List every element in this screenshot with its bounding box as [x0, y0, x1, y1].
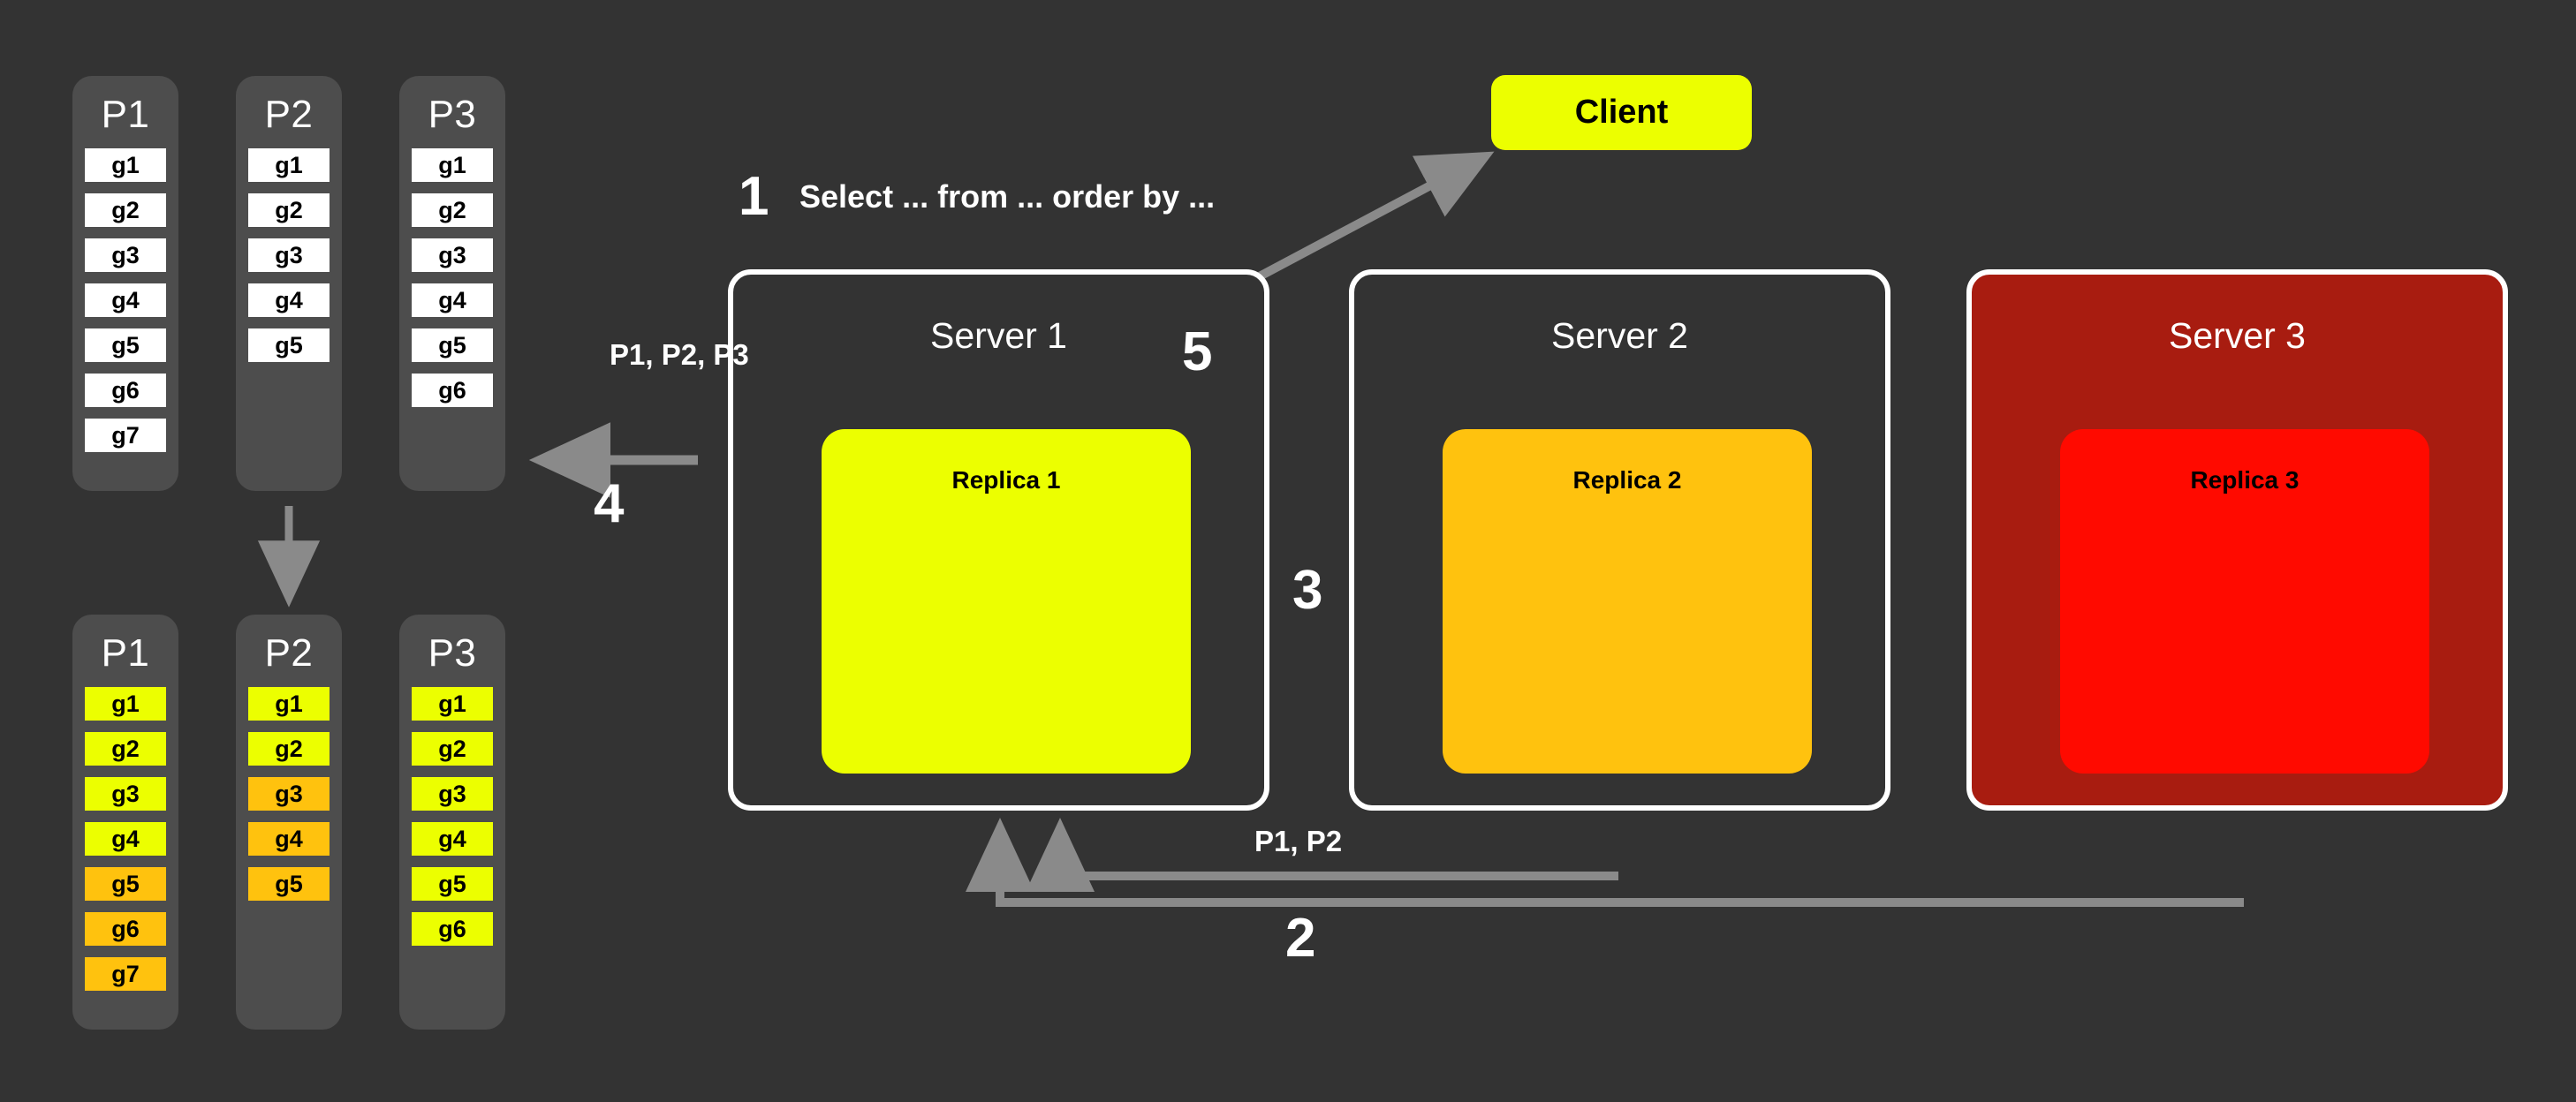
partition-column-p1-before: P1 g1 g2 g3 g4 g5 g6 g7 [72, 76, 178, 491]
partition-cell: g1 [85, 687, 166, 721]
partition-title: P2 [264, 93, 314, 136]
partition-title: P1 [101, 631, 150, 675]
partition-cell: g1 [85, 148, 166, 182]
partition-cell: g4 [248, 822, 330, 856]
partition-cell: g4 [412, 283, 493, 317]
partition-cell: g2 [412, 732, 493, 766]
partition-cell: g3 [85, 238, 166, 272]
partition-cell: g6 [412, 912, 493, 946]
replica-label: Replica 2 [1572, 466, 1682, 494]
step-number-1: 1 [739, 166, 769, 227]
replica-box-2: Replica 2 [1443, 429, 1812, 774]
partition-title: P1 [101, 93, 150, 136]
partition-cell: g3 [85, 777, 166, 811]
replica-label: Replica 1 [951, 466, 1061, 494]
partition-title: P3 [428, 93, 477, 136]
server-box-2: Server 2 Replica 2 [1349, 269, 1890, 811]
partition-cell: g3 [412, 238, 493, 272]
partition-cells: g1 g2 g3 g4 g5 [236, 687, 342, 912]
server-title: Server 2 [1551, 315, 1688, 356]
client-box: Client [1491, 75, 1752, 150]
partition-cell: g7 [85, 957, 166, 991]
partition-cell: g2 [412, 193, 493, 227]
server-title: Server 1 [930, 315, 1067, 356]
partition-cells: g1 g2 g3 g4 g5 g6 g7 [72, 148, 178, 464]
step-number-5: 5 [1182, 321, 1213, 382]
partition-cell: g1 [248, 148, 330, 182]
partition-cell: g5 [412, 867, 493, 901]
partition-cell: g6 [412, 374, 493, 407]
partition-cell: g2 [85, 732, 166, 766]
partition-cell: g5 [248, 867, 330, 901]
server-box-1: Server 1 Replica 1 [728, 269, 1269, 811]
step-number-4: 4 [594, 473, 625, 534]
partition-cell: g3 [248, 238, 330, 272]
partition-cell: g5 [412, 328, 493, 362]
partition-cells: g1 g2 g3 g4 g5 [236, 148, 342, 374]
partition-cell: g5 [248, 328, 330, 362]
partition-cell: g2 [85, 193, 166, 227]
partition-cells: g1 g2 g3 g4 g5 g6 g7 [72, 687, 178, 1002]
partition-cell: g4 [85, 822, 166, 856]
partitions-p1p2-label: P1, P2 [1254, 825, 1343, 857]
replica-box-1: Replica 1 [822, 429, 1191, 774]
partition-cell: g5 [85, 328, 166, 362]
partition-cells: g1 g2 g3 g4 g5 g6 [399, 687, 505, 957]
partition-column-p2-before: P2 g1 g2 g3 g4 g5 [236, 76, 342, 491]
partition-cell: g3 [248, 777, 330, 811]
partition-cell: g1 [412, 148, 493, 182]
partition-cell: g1 [412, 687, 493, 721]
partition-column-p2-after: P2 g1 g2 g3 g4 g5 [236, 615, 342, 1030]
partition-cell: g2 [248, 193, 330, 227]
partition-cell: g7 [85, 419, 166, 452]
partition-cell: g6 [85, 912, 166, 946]
partition-cells: g1 g2 g3 g4 g5 g6 [399, 148, 505, 419]
partition-cell: g1 [248, 687, 330, 721]
partition-cell: g4 [248, 283, 330, 317]
partition-cell: g6 [85, 374, 166, 407]
replica-label: Replica 3 [2190, 466, 2299, 494]
partition-cell: g3 [412, 777, 493, 811]
partition-column-p3-after: P3 g1 g2 g3 g4 g5 g6 [399, 615, 505, 1030]
partition-column-p3-before: P3 g1 g2 g3 g4 g5 g6 [399, 76, 505, 491]
query-label: Select ... from ... order by ... [799, 178, 1216, 215]
partition-title: P2 [264, 631, 314, 675]
partition-column-p1-after: P1 g1 g2 g3 g4 g5 g6 g7 [72, 615, 178, 1030]
partition-cell: g5 [85, 867, 166, 901]
partition-cell: g4 [412, 822, 493, 856]
arrow-step2-from-server3 [966, 817, 2244, 907]
step-number-3: 3 [1292, 560, 1323, 621]
partition-title: P3 [428, 631, 477, 675]
partition-cell: g4 [85, 283, 166, 317]
client-label: Client [1574, 94, 1669, 131]
step-number-2: 2 [1285, 908, 1316, 969]
partition-cell: g2 [248, 732, 330, 766]
server-box-3: Server 3 Replica 3 [1966, 269, 2508, 811]
server-title: Server 3 [2169, 315, 2306, 356]
partitions-all-label: P1, P2, P3 [610, 338, 749, 371]
replica-box-3: Replica 3 [2060, 429, 2429, 774]
